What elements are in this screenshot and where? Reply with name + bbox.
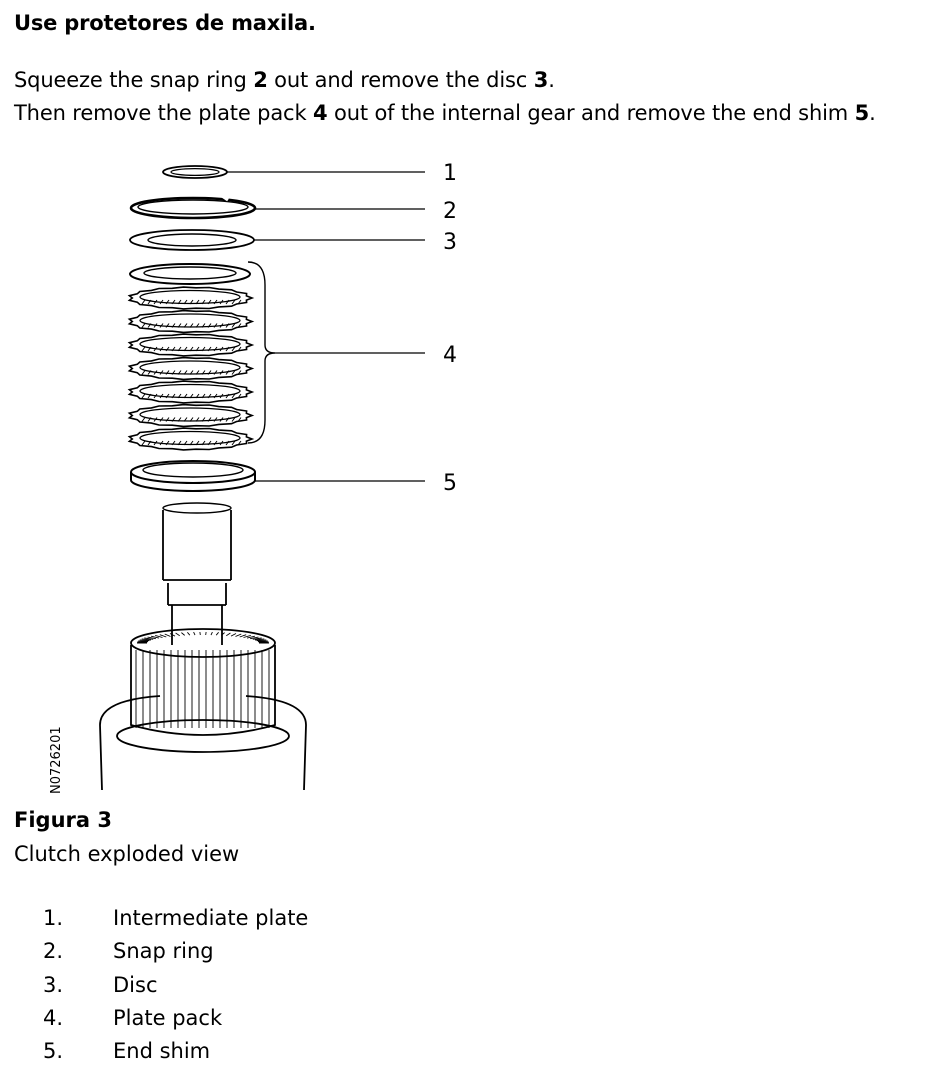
legend-item: 1. Intermediate plate xyxy=(0,906,500,939)
instruction-text: out and remove the disc xyxy=(267,68,534,92)
figure-reference-code: N0726201 xyxy=(49,726,64,794)
legend-item: 5. End shim xyxy=(0,1039,500,1072)
end-shim-drawing xyxy=(130,460,256,492)
legend-label: Intermediate plate xyxy=(113,906,309,930)
instruction-line-1: Squeeze the snap ring 2 out and remove t… xyxy=(14,64,876,97)
intermediate-plate-drawing xyxy=(162,165,228,179)
instruction-text: Squeeze the snap ring xyxy=(14,68,254,92)
legend-label: End shim xyxy=(113,1039,211,1064)
internal-gear-drawing xyxy=(99,628,307,791)
section-heading: Use protetores de maxila. xyxy=(14,11,316,35)
callout-3: 3 xyxy=(443,230,457,255)
instruction-line-2: Then remove the plate pack 4 out of the … xyxy=(14,97,876,130)
part-ref: 4 xyxy=(313,101,328,125)
part-ref: 3 xyxy=(533,68,549,92)
callout-4: 4 xyxy=(443,343,457,368)
clutch-plate xyxy=(127,427,255,451)
snap-ring-drawing xyxy=(129,194,257,220)
legend-number: 2. xyxy=(43,939,64,964)
instruction-text: . xyxy=(869,101,876,125)
figure-title: Figura 3 xyxy=(14,808,112,832)
clutch-plate xyxy=(127,309,255,334)
instructions: Squeeze the snap ring 2 out and remove t… xyxy=(14,64,876,130)
clutch-plate xyxy=(127,356,255,381)
legend-label: Disc xyxy=(113,972,158,997)
clutch-plate xyxy=(127,286,255,310)
legend-label: Snap ring xyxy=(113,939,214,964)
part-ref: 2 xyxy=(253,68,268,92)
disc-drawing xyxy=(129,229,255,251)
figure-caption: Clutch exploded view xyxy=(14,842,240,866)
clutch-exploded-figure: 1 2 3 4 5 N0726201 xyxy=(0,140,520,800)
callout-1: 1 xyxy=(443,161,457,186)
legend-item: 2. Snap ring xyxy=(0,939,500,972)
legend-number: 4. xyxy=(43,1005,64,1030)
instruction-text: . xyxy=(548,68,555,92)
plate-pack-drawing xyxy=(127,263,255,451)
legend-number: 5. xyxy=(43,1039,64,1064)
legend-number: 1. xyxy=(43,906,64,930)
part-ref: 5 xyxy=(854,101,870,125)
shaft-drawing xyxy=(162,502,232,645)
instruction-text: Then remove the plate pack xyxy=(14,101,313,125)
parts-legend: 1.Intermediate plate 2.Snap ring 3.Disc … xyxy=(0,906,500,1072)
clutch-plate xyxy=(127,403,255,428)
clutch-plate xyxy=(127,333,255,357)
legend-item: 4. Plate pack xyxy=(0,1006,500,1039)
legend-item: 3. Disc xyxy=(0,973,500,1006)
leader-lines xyxy=(227,171,425,482)
instruction-text: out of the internal gear and remove the … xyxy=(327,101,855,125)
legend-number: 3. xyxy=(43,972,64,997)
legend-label: Plate pack xyxy=(113,1005,223,1030)
clutch-illustration: 1 2 3 4 5 N0726201 xyxy=(49,161,457,794)
clutch-plate xyxy=(127,380,255,404)
callout-2: 2 xyxy=(443,199,457,224)
callout-5: 5 xyxy=(443,471,457,496)
